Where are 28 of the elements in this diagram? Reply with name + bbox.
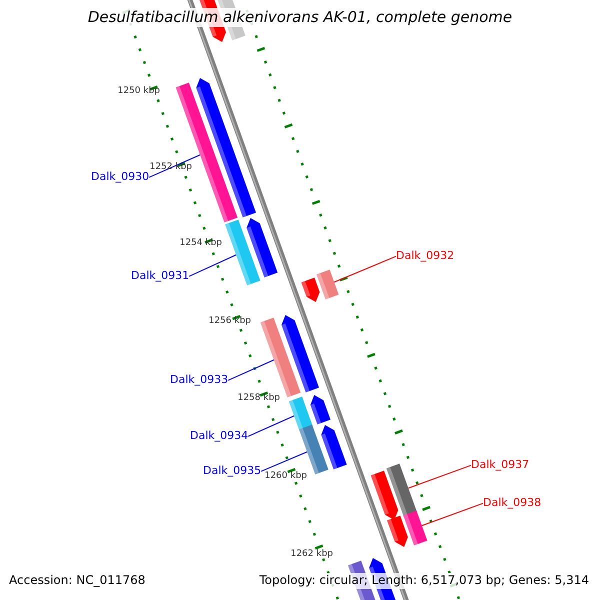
scale-label: 1250 kbp bbox=[118, 86, 160, 96]
leader-line bbox=[148, 154, 201, 178]
leader-line bbox=[248, 415, 295, 437]
gene-feature bbox=[225, 220, 260, 286]
gene-feature bbox=[386, 464, 418, 518]
scale-label: 1254 kbp bbox=[180, 238, 222, 248]
gene-feature bbox=[316, 270, 339, 300]
gene-label: Dalk_0931 bbox=[131, 270, 190, 283]
gene-label: Dalk_0933 bbox=[170, 374, 228, 387]
scale-label: 1262 kbp bbox=[290, 549, 333, 560]
scale-label: 1256 kbp bbox=[208, 316, 251, 326]
leader-line bbox=[334, 256, 396, 283]
scale-label: 1260 kbp bbox=[264, 471, 307, 482]
gene-feature bbox=[176, 82, 238, 222]
gene-label: Dalk_0935 bbox=[203, 465, 262, 478]
gene-feature bbox=[403, 510, 428, 546]
gene-label: Dalk_0937 bbox=[471, 459, 530, 472]
gene-label: Dalk_0932 bbox=[396, 250, 454, 263]
leader-line bbox=[421, 502, 484, 526]
leader-line bbox=[188, 254, 237, 277]
gene-feature bbox=[288, 396, 312, 430]
leader-line bbox=[260, 451, 308, 472]
scale-label: 1258 kbp bbox=[238, 393, 280, 404]
scale-label: 1252 kbp bbox=[150, 162, 192, 172]
gene-label: Dalk_0930 bbox=[91, 171, 150, 184]
gene-label: Dalk_0934 bbox=[190, 430, 248, 443]
leader-line bbox=[228, 359, 274, 381]
gene-label: Dalk_0938 bbox=[483, 497, 542, 510]
